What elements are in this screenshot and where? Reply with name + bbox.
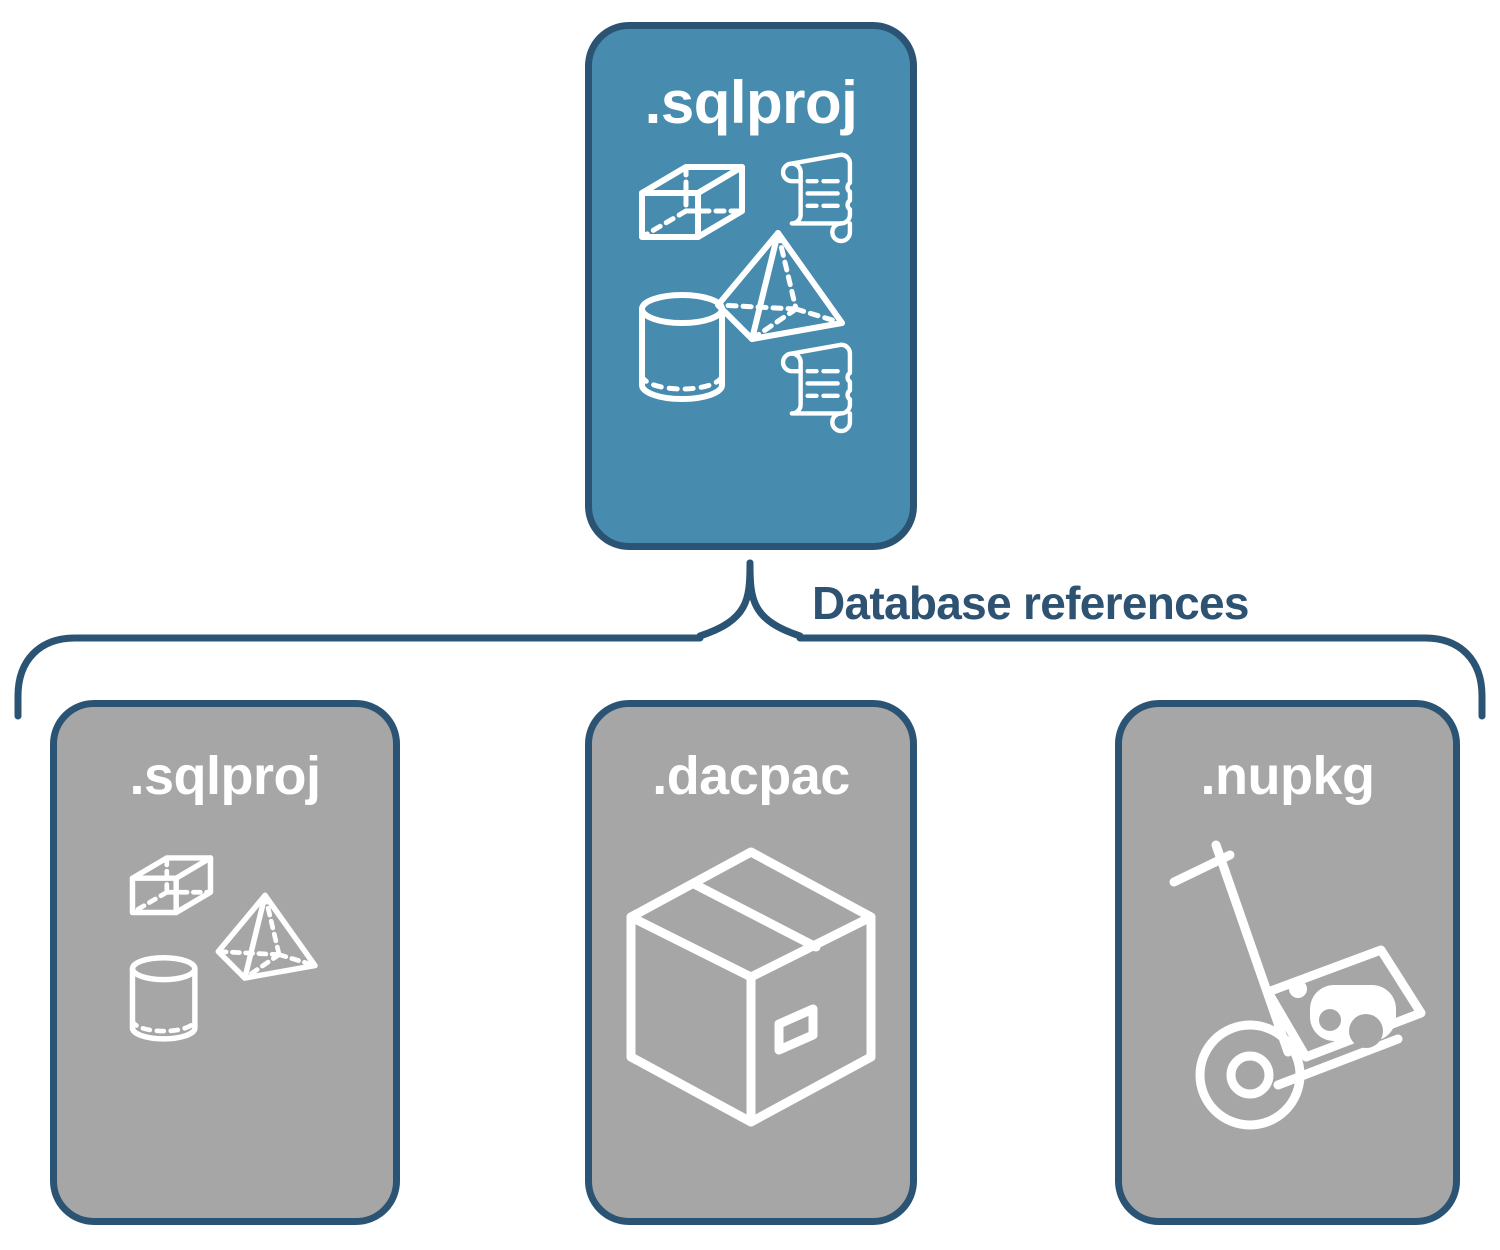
database-references-label: Database references bbox=[812, 577, 1249, 629]
scroll-script-icon bbox=[780, 152, 853, 244]
card-sqlproj-root[interactable]: .sqlproj bbox=[585, 22, 917, 550]
cube-wireframe-icon bbox=[129, 855, 214, 916]
cube-wireframe-icon bbox=[639, 164, 745, 240]
package-box-icon bbox=[626, 847, 876, 1127]
brace-peak-left bbox=[696, 559, 754, 640]
nupkg-icons-svg bbox=[1169, 840, 1425, 1130]
card-dacpac-reference[interactable]: .dacpac bbox=[585, 700, 917, 1225]
card-title-sqlproj: .sqlproj bbox=[129, 746, 321, 806]
card-title-nupkg: .nupkg bbox=[1200, 746, 1375, 806]
nupkg-icon-group bbox=[1138, 817, 1438, 1147]
sqlproj-icon-group bbox=[75, 817, 375, 1147]
cylinder-wireframe-icon bbox=[639, 292, 725, 402]
brace-peak-right bbox=[746, 559, 804, 640]
card-sqlproj-reference[interactable]: .sqlproj bbox=[50, 700, 400, 1225]
cylinder-wireframe-icon bbox=[129, 955, 198, 1042]
card-title-root: .sqlproj bbox=[644, 69, 858, 136]
root-icons-svg bbox=[639, 152, 853, 434]
hand-truck-package-icon bbox=[1169, 840, 1425, 1130]
dacpac-icons-svg bbox=[626, 847, 876, 1127]
sqlproj-icons-svg bbox=[129, 855, 318, 1042]
root-card-icon-group bbox=[626, 152, 876, 434]
scroll-script-icon bbox=[780, 342, 853, 434]
pyramid-wireframe-icon bbox=[715, 230, 845, 342]
card-nupkg-reference[interactable]: .nupkg bbox=[1115, 700, 1460, 1225]
dacpac-icon-group bbox=[601, 817, 901, 1147]
card-title-dacpac: .dacpac bbox=[652, 746, 850, 806]
pyramid-wireframe-icon bbox=[215, 892, 318, 981]
